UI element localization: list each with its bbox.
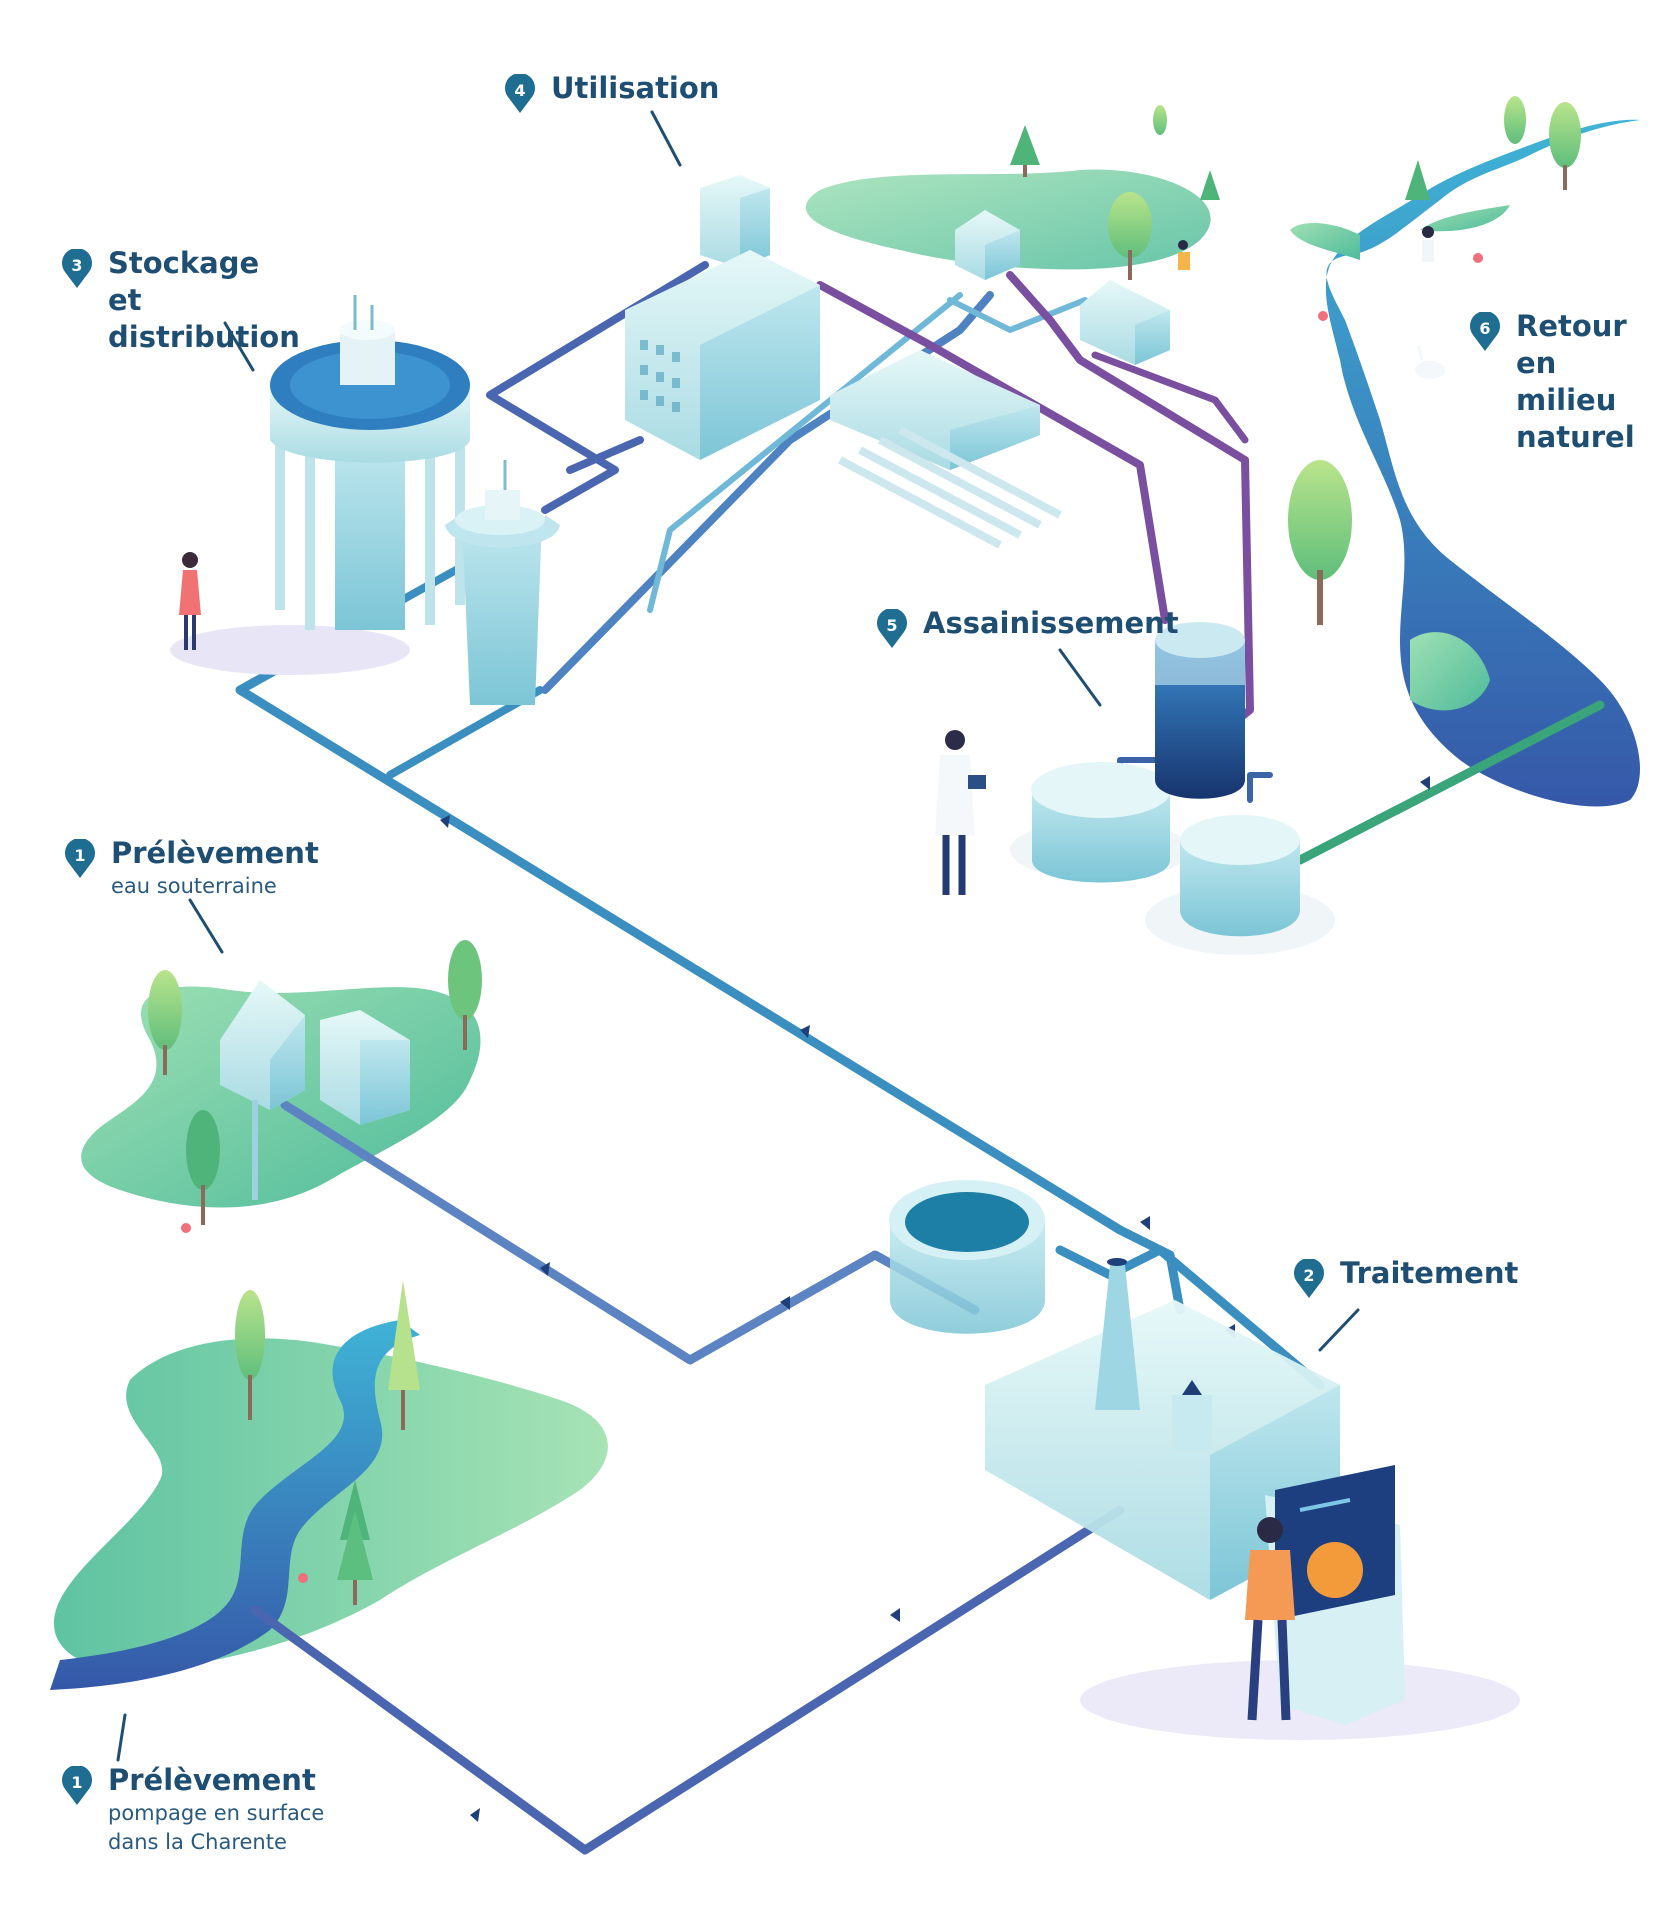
svg-text:1: 1 [71, 1773, 82, 1792]
pin-icon: 3 [62, 249, 92, 288]
pin-icon: 2 [1294, 1259, 1324, 1298]
tree [1549, 102, 1581, 190]
tree [1153, 105, 1167, 135]
pipe-reservoir-treatment [1055, 1245, 1325, 1390]
arrow-marker [470, 1808, 480, 1822]
tree [1010, 125, 1040, 177]
person-scientist [935, 730, 986, 895]
svg-text:3: 3 [71, 256, 82, 275]
treatment-plant [985, 1258, 1520, 1740]
step-title: Retour en milieu naturel [1516, 309, 1635, 454]
pipe-to-park [647, 292, 963, 613]
tree [1108, 192, 1152, 280]
person-river-walker [1422, 226, 1434, 262]
arrow-marker [440, 815, 450, 828]
reservoir-tank [889, 1180, 1045, 1334]
arrow-marker [890, 1608, 900, 1622]
tree [1405, 160, 1430, 200]
arrow-marker [800, 1025, 810, 1038]
step-title: Assainissement [923, 606, 1179, 640]
pipe-tower-buildings [486, 261, 709, 514]
arrow-marker [540, 1262, 550, 1276]
label-prelevement-surface: 1 Prélèvement pompage en surface dans la… [60, 1762, 368, 1857]
pipe-houses-link [947, 297, 1088, 333]
house-park [955, 210, 1020, 280]
person-child-running [1178, 240, 1190, 270]
pin-icon: 6 [1470, 312, 1500, 351]
svg-text:1: 1 [74, 846, 85, 865]
svg-text:4: 4 [514, 81, 525, 100]
pipe-return-river [1295, 700, 1605, 865]
sanitation-station [1010, 622, 1335, 955]
step-title: Traitement [1340, 1256, 1519, 1290]
label-utilisation: 4 Utilisation [503, 70, 719, 114]
person-operator [1245, 1517, 1295, 1721]
office-tower [700, 175, 770, 268]
pumping-houses [220, 980, 410, 1200]
water-tower-small [445, 460, 560, 705]
step-title: Utilisation [551, 71, 720, 105]
pin-icon: 4 [505, 74, 535, 113]
arrow-marker [1140, 1216, 1150, 1230]
step-title: Prélèvement [108, 1763, 316, 1797]
pin-icon: 1 [65, 839, 95, 878]
house-village [1080, 280, 1170, 365]
svg-text:5: 5 [886, 616, 897, 635]
pin-icon: 1 [62, 1766, 92, 1805]
tree [186, 1110, 220, 1225]
tree [1288, 460, 1352, 625]
tree [235, 1290, 265, 1420]
office-building [625, 250, 820, 460]
pipe-used-2 [1006, 271, 1254, 734]
tree [388, 1280, 420, 1430]
heron-bird [1415, 344, 1445, 379]
tree [1200, 170, 1220, 200]
tree [148, 970, 182, 1075]
label-traitement: 2 Traitement [1292, 1255, 1518, 1299]
river-return [1290, 119, 1640, 807]
label-retour: 6 Retour en milieu naturel [1468, 308, 1666, 456]
step-title: Stockage et distribution [108, 246, 300, 354]
pipe-used-3 [1091, 351, 1249, 444]
farm-building [830, 350, 1062, 549]
pipe-surface-intake [250, 1505, 1125, 1855]
tree [337, 1480, 373, 1605]
label-assainissement: 5 Assainissement [875, 605, 1179, 649]
flowers [181, 253, 1483, 1583]
trees [148, 96, 1581, 1605]
surface-land [53, 1338, 608, 1671]
step-subtitle: eau souterraine [111, 874, 277, 898]
tree [448, 940, 482, 1050]
pipe-sanitation-internal-2 [1247, 772, 1273, 803]
pin-icon: 5 [877, 609, 907, 648]
river-charente [50, 1320, 420, 1690]
park-land-top [805, 169, 1211, 270]
leader-lines [116, 110, 1360, 1762]
svg-text:6: 6 [1479, 319, 1490, 338]
arrow-marker [780, 1296, 790, 1310]
step-title: Prélèvement [111, 836, 319, 870]
svg-text:2: 2 [1303, 1266, 1314, 1285]
pipe-tower-offices [566, 436, 644, 474]
label-prelevement-souterrain: 1 Prélèvement eau souterraine [63, 835, 319, 901]
person-woman-red [179, 552, 201, 650]
tree [1504, 96, 1526, 144]
arrow-marker [1420, 776, 1430, 790]
label-stockage: 3 Stockage et distribution [60, 245, 300, 356]
step-subtitle: pompage en surface dans la Charente [108, 1801, 325, 1854]
